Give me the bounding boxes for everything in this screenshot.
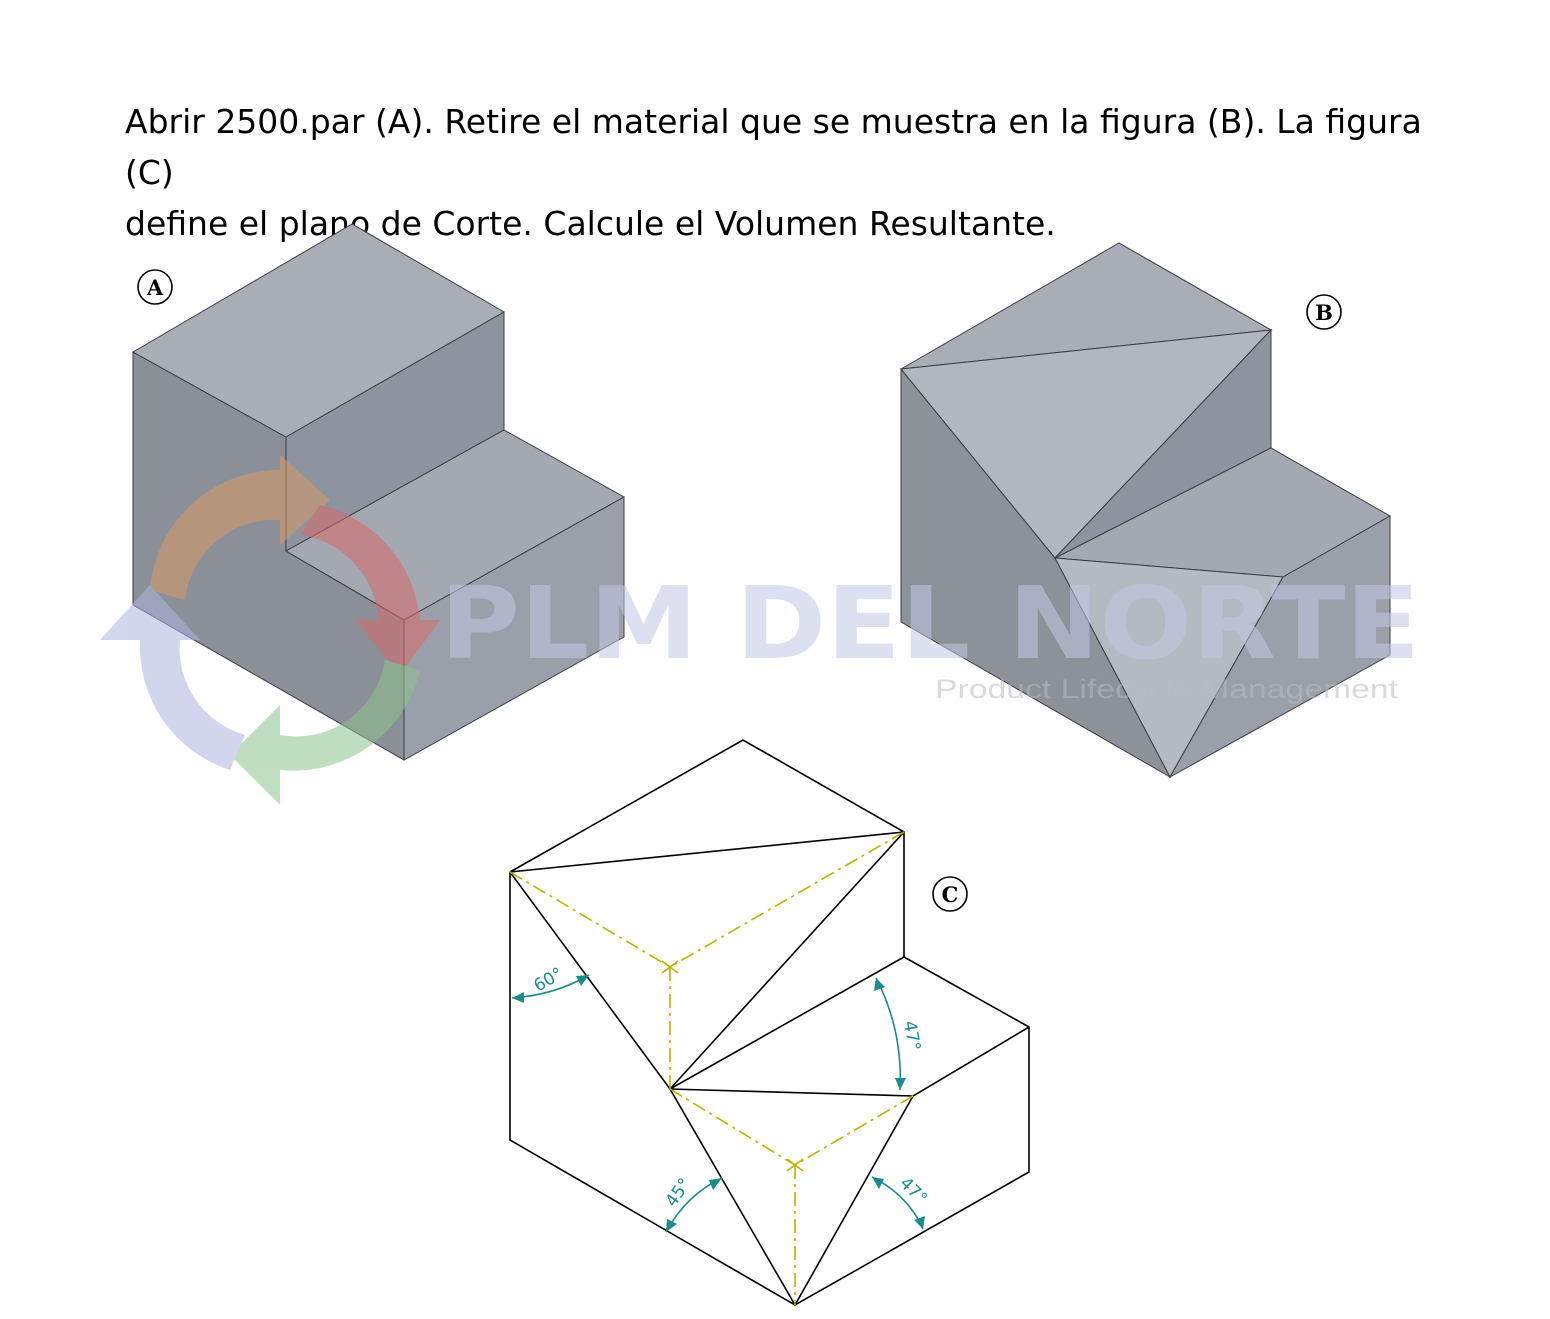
watermark-tagline: Product Lifecycle Management — [935, 674, 1399, 704]
instruction-text: Abrir 2500.par (A). Retire el material q… — [125, 96, 1465, 249]
angle-label-60: 60° — [531, 964, 567, 996]
figure-c-cut-line-4 — [794, 1095, 914, 1306]
watermark-arrow-green-icon — [230, 660, 420, 805]
figure-b — [900, 242, 1392, 779]
figure-c-top-diagonal — [509, 831, 905, 873]
figure-c-outline — [509, 739, 1030, 1306]
figure-c-cut-line-3 — [669, 1088, 796, 1306]
figure-a — [131, 223, 626, 761]
figure-c-step-right-edge — [912, 1026, 1030, 1097]
figure-c-cut-line-2 — [669, 831, 905, 1090]
svg-text:A: A — [146, 275, 164, 300]
angle-label-47-lower: 47° — [895, 1173, 930, 1208]
watermark: PLM DEL NORTE Product Lifecycle Manageme… — [100, 455, 1420, 805]
figure-c — [509, 739, 1030, 1306]
angle-label-45: 45° — [662, 1175, 696, 1211]
figure-c-angle-labels: 60° 47° 45° 47° — [531, 964, 931, 1211]
svg-text:C: C — [942, 882, 959, 907]
figure-c-label: C — [932, 876, 968, 912]
figure-b-label: B — [1306, 294, 1342, 330]
figure-b-lower-right-face — [1168, 515, 1391, 779]
dimension-arc-47-upper — [875, 977, 902, 1091]
figure-c-construction-marks — [661, 960, 804, 1172]
instruction-line-2: define el plano de Corte. Calcule el Vol… — [125, 204, 1056, 243]
watermark-brand: PLM DEL NORTE — [440, 565, 1420, 682]
figure-c-dimensions — [511, 974, 924, 1233]
figure-c-step-cut-line — [669, 1088, 914, 1097]
figure-a-lower-right-face — [403, 496, 625, 761]
watermark-arrow-blue-icon — [100, 585, 245, 770]
watermark-arrow-red-icon — [300, 505, 440, 675]
svg-text:B: B — [1315, 300, 1333, 325]
figure-c-cut-line-1 — [509, 871, 671, 1090]
instruction-line-1: Abrir 2500.par (A). Retire el material q… — [125, 102, 1422, 192]
watermark-arrow-orange-icon — [150, 455, 330, 600]
figure-a-label: A — [137, 269, 173, 305]
angle-label-47-upper: 47° — [899, 1019, 924, 1052]
figure-c-dimension-arrowheads — [512, 975, 925, 1232]
figure-c-step-edge — [669, 956, 905, 1090]
figure-c-construction-lines — [509, 831, 914, 1305]
